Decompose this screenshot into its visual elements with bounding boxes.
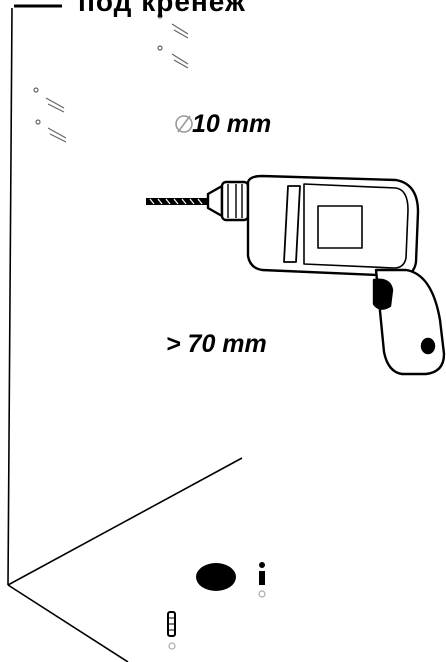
wall-outline [7, 7, 243, 662]
diameter-label: 10 mm [192, 110, 272, 138]
hole-marks-left [33, 87, 67, 143]
drill-icon [146, 174, 446, 376]
info-icon [258, 562, 266, 598]
wall-plug-icon [196, 563, 236, 591]
diameter-icon [175, 115, 193, 133]
depth-label: > 70 mm [166, 330, 267, 358]
screw-icon [167, 611, 176, 650]
hole-marks-top [157, 13, 189, 69]
page-title: под кренеж [78, 0, 246, 17]
